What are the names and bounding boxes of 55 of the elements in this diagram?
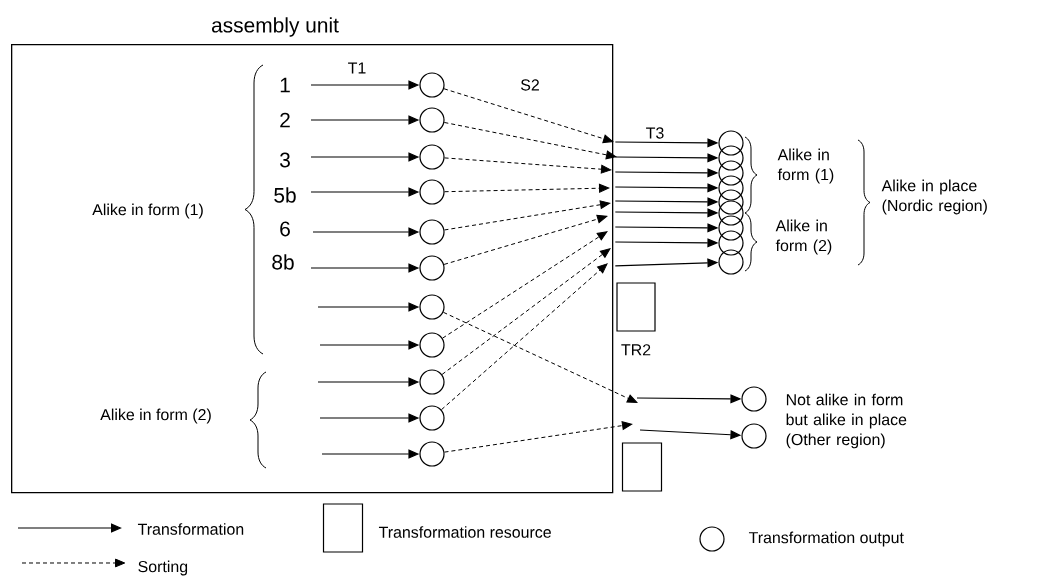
callout-number: 2 <box>280 112 290 128</box>
output-circle <box>419 294 445 320</box>
box-caption: TR2 <box>621 344 651 356</box>
output-circle <box>741 386 767 412</box>
text-label: Alike in form (2) <box>775 219 832 255</box>
text-label: Alike in form (1) <box>777 148 834 184</box>
resource-box <box>621 442 663 492</box>
arrow <box>440 263 608 411</box>
output-circle <box>718 145 744 171</box>
legend-label: Transformation output <box>748 531 904 547</box>
legend-label: Transformation resource <box>378 526 551 538</box>
output-circle <box>718 249 744 275</box>
output-circle <box>419 144 445 170</box>
arrow <box>443 214 608 265</box>
text-label: Not alike in form but alike in place (Other region) <box>786 393 907 449</box>
output-circle <box>718 200 744 226</box>
output-circle <box>718 175 744 201</box>
callout-number: 6 <box>280 221 290 237</box>
output-circle <box>419 255 445 281</box>
arrow <box>441 248 611 375</box>
arrow <box>443 88 614 144</box>
output-circle <box>718 230 744 256</box>
output-circle <box>419 332 445 358</box>
output-circle <box>718 130 744 156</box>
output-circle <box>718 215 744 241</box>
arrow <box>443 421 633 453</box>
arrow <box>444 157 612 174</box>
output-circle <box>718 189 744 215</box>
box-title: assembly unit <box>211 17 339 37</box>
text-label: Alike in form (1) <box>92 203 203 219</box>
arrow <box>442 231 608 339</box>
arrow <box>443 200 611 231</box>
output-circle <box>718 160 744 186</box>
output-circle <box>419 72 445 98</box>
callout-number: 8b <box>272 254 294 270</box>
callout-number: 3 <box>280 152 290 168</box>
output-circle <box>419 405 445 431</box>
output-circle <box>741 423 767 449</box>
text-label: S2 <box>521 79 539 91</box>
edge-label: T3 <box>646 127 664 139</box>
arrow <box>443 121 617 160</box>
arrow <box>444 183 610 193</box>
output-circle <box>419 179 445 205</box>
output-circle <box>419 107 445 133</box>
edge-label: T1 <box>348 62 366 74</box>
text-label: Alike in place (Nordic region) <box>881 179 987 215</box>
arrow <box>442 311 638 403</box>
legend-label: Sorting <box>138 560 188 576</box>
output-circle <box>419 369 445 395</box>
output-circle <box>419 441 445 467</box>
legend-label: Transformation <box>137 523 244 535</box>
text-label: Alike in form (2) <box>100 408 211 424</box>
output-circle <box>419 219 445 245</box>
callout-number: 1 <box>280 77 290 93</box>
callout-number: 5b <box>274 187 296 203</box>
